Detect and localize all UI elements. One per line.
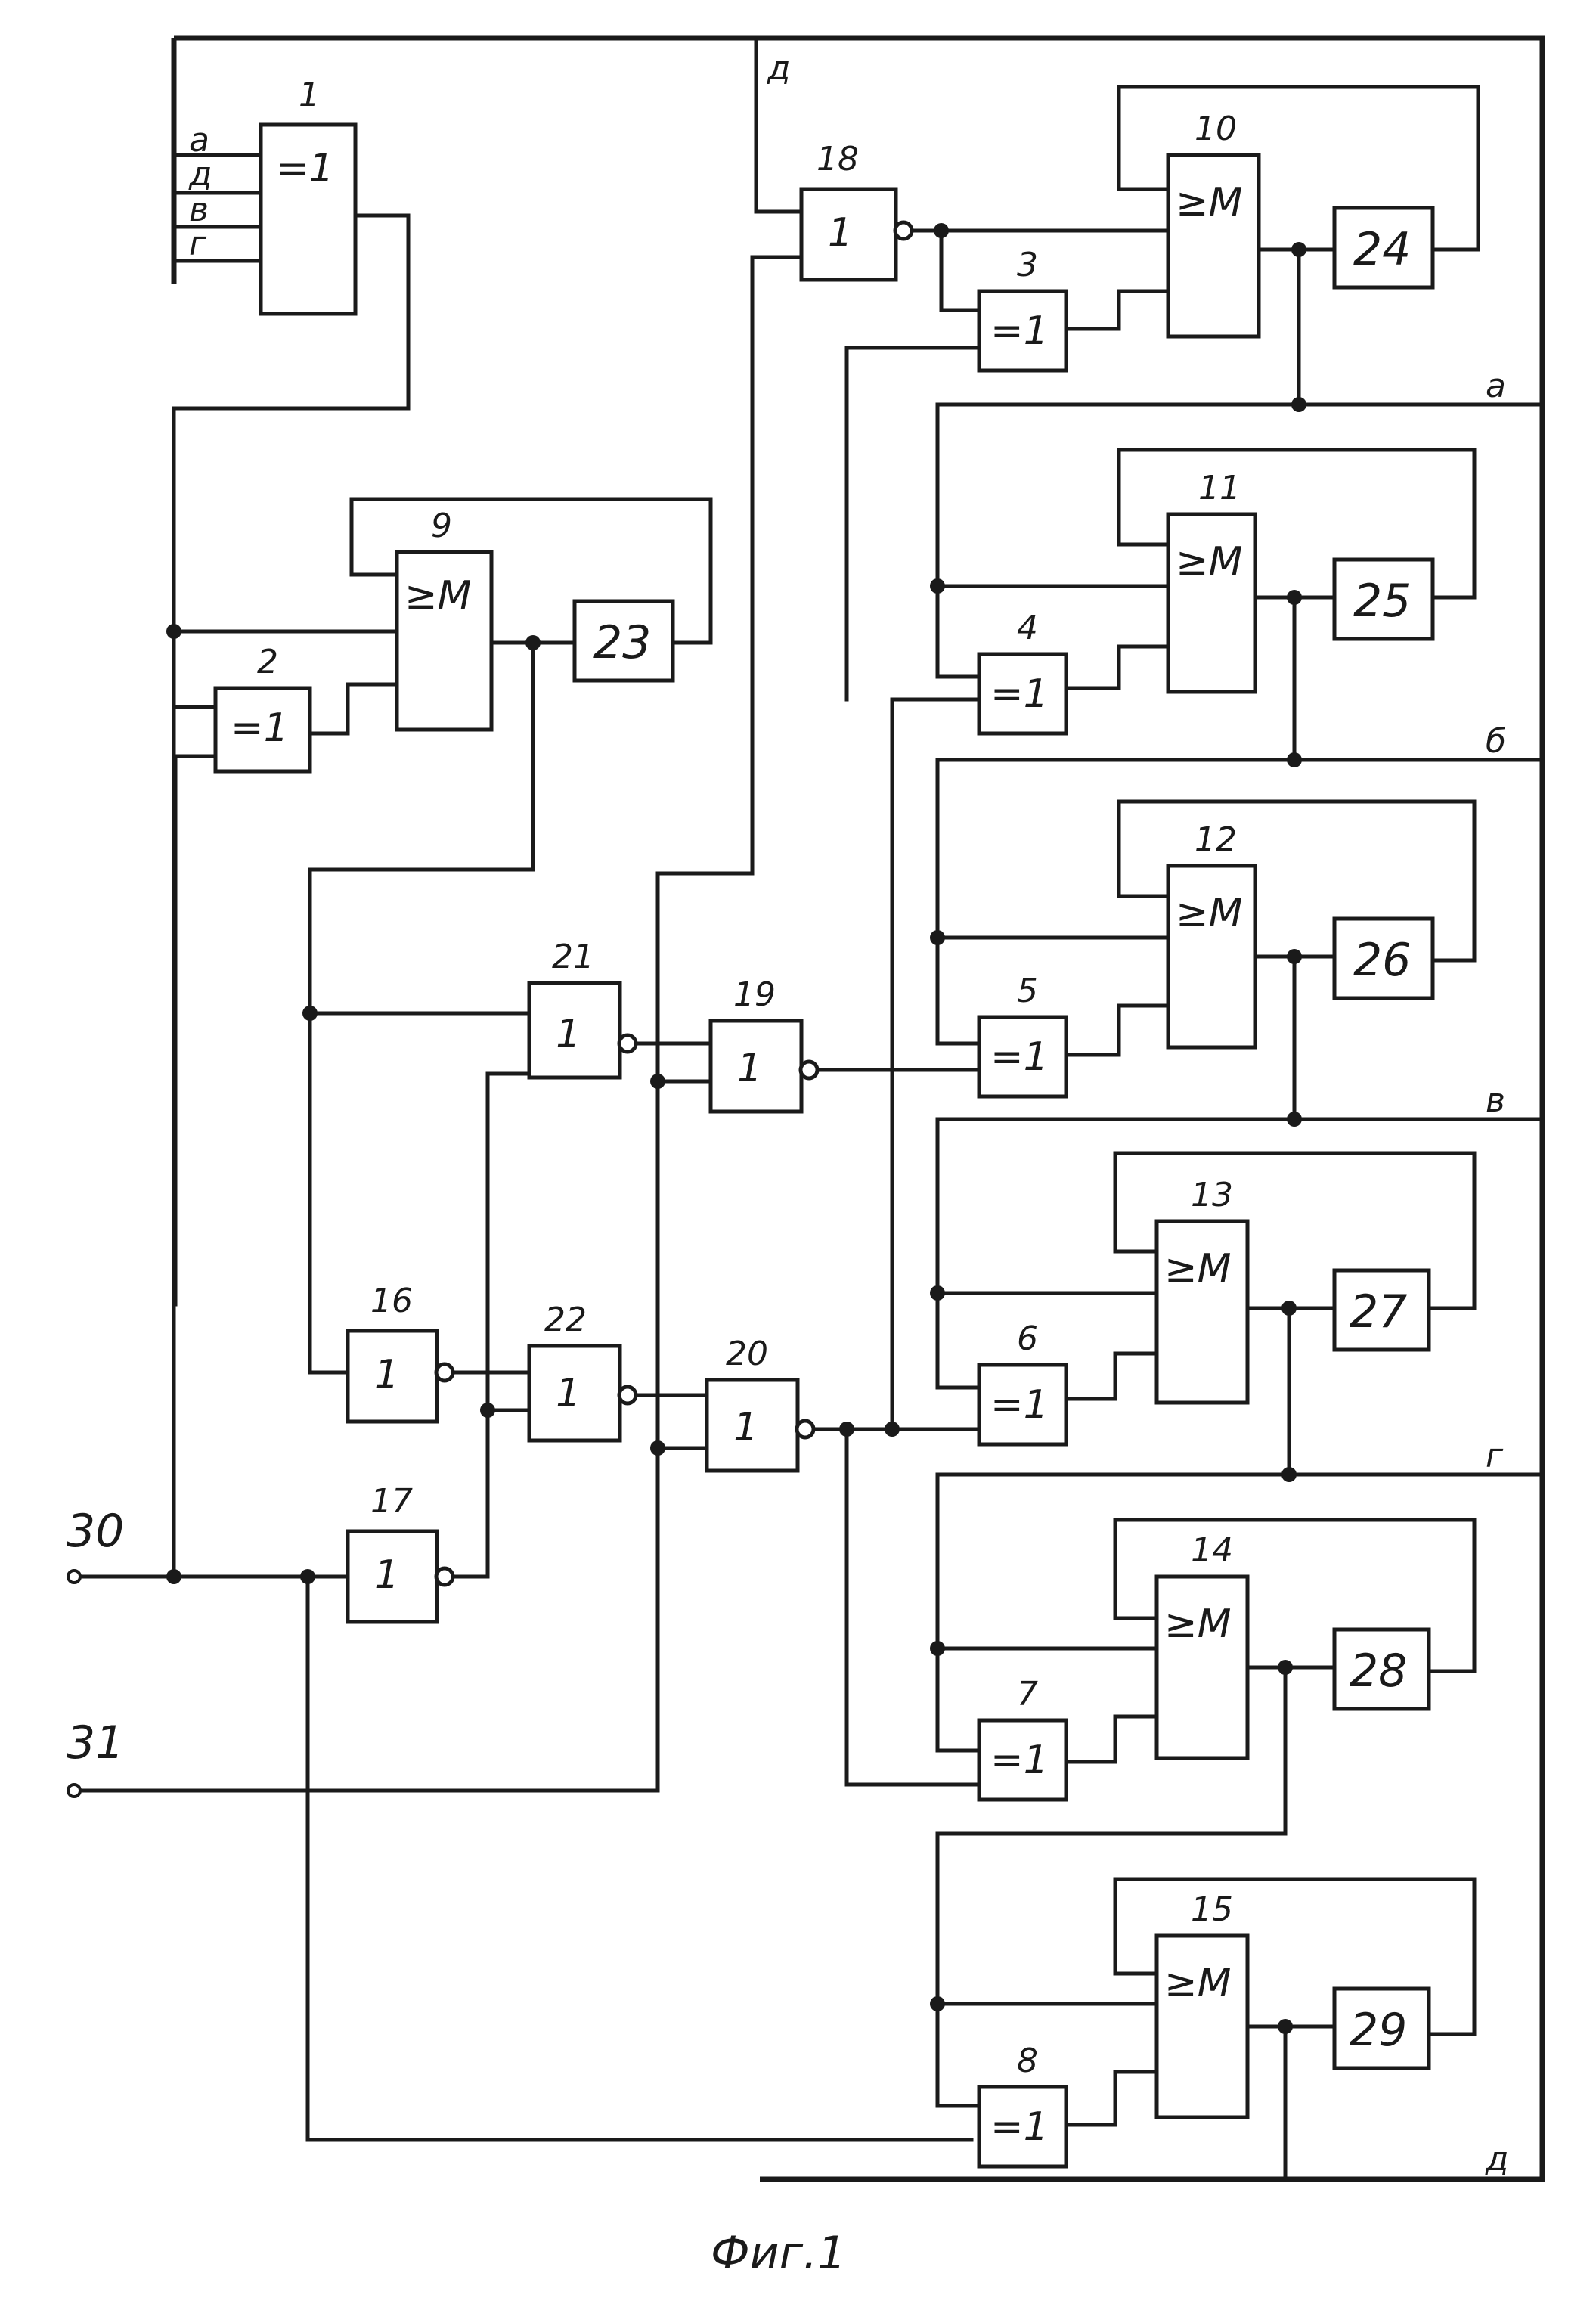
figure-caption: Фиг.1	[711, 2227, 846, 2280]
gate-symbol: ≥M	[1164, 1961, 1231, 2006]
or-not-gate-17: 1 17	[348, 1482, 453, 1622]
block-number: 12	[1195, 820, 1237, 859]
bus-label-b: б	[1486, 722, 1506, 761]
gate-symbol: 1	[374, 1552, 399, 1598]
block-number: 26	[1353, 934, 1411, 987]
block-26: 26	[1334, 919, 1433, 998]
block-number: 8	[1017, 2042, 1038, 2080]
gate-symbol: =1	[990, 1738, 1049, 1783]
terminal-30-label: 30	[67, 1505, 124, 1558]
block-number: 14	[1191, 1531, 1233, 1570]
bus-label-a: а	[1486, 367, 1506, 405]
gate-symbol: =1	[276, 146, 334, 191]
xor-gate-1: =1 1	[261, 76, 355, 314]
or-not-gate-21: 1 21	[529, 938, 636, 1078]
gate-symbol: 1	[733, 1405, 758, 1450]
block-27: 27	[1334, 1270, 1429, 1350]
bus-label-b-input: д	[188, 155, 212, 194]
gate-symbol: 1	[737, 1046, 762, 1091]
block-number: 16	[370, 1282, 413, 1320]
xor-gate-7: =1 7	[979, 1675, 1066, 1800]
xor-gate-3: =1 3	[979, 246, 1066, 371]
block-number: 15	[1191, 1890, 1233, 1929]
xor-gate-5: =1 5	[979, 972, 1066, 1096]
or-not-gate-18: 1 18	[801, 140, 912, 280]
block-number: 10	[1195, 110, 1237, 148]
block-number: 4	[1017, 609, 1038, 647]
block-number: 27	[1350, 1285, 1407, 1338]
gate-symbol: ≥M	[1164, 1246, 1231, 1292]
block-number: 29	[1350, 2004, 1407, 2057]
wires	[79, 38, 1542, 2179]
block-number: 1	[299, 76, 320, 114]
block-number: 19	[733, 975, 776, 1014]
block-number: 20	[726, 1335, 768, 1373]
gate-symbol: ≥M	[1176, 180, 1242, 225]
block-number: 28	[1350, 1645, 1407, 1698]
block-number: 13	[1191, 1176, 1233, 1214]
block-number: 11	[1198, 469, 1241, 507]
block-number: 22	[544, 1301, 587, 1339]
bus-label-a-input: а	[189, 121, 209, 160]
bus-label-d-top: д	[767, 49, 790, 88]
block-number: 3	[1017, 246, 1038, 284]
terminal-30: 30	[67, 1505, 124, 1583]
block-23: 23	[575, 601, 673, 681]
terminal-31: 31	[67, 1716, 124, 1797]
threshold-element-12: ≥M 12	[1168, 820, 1255, 1047]
bus-label-v: в	[1486, 1081, 1505, 1120]
gate-symbol: 1	[556, 1012, 581, 1057]
bus-label-v-input: в	[189, 191, 209, 229]
or-not-gate-22: 1 22	[529, 1301, 636, 1440]
gate-symbol: =1	[990, 671, 1049, 717]
threshold-element-10: ≥M 10	[1168, 110, 1259, 336]
block-number: 21	[552, 938, 594, 976]
block-number: 6	[1017, 1319, 1038, 1358]
block-number: 25	[1353, 575, 1411, 628]
block-number: 7	[1017, 1675, 1038, 1713]
block-number: 5	[1017, 972, 1038, 1010]
block-28: 28	[1334, 1630, 1429, 1709]
gate-symbol: ≥M	[1176, 539, 1242, 585]
gate-symbol: =1	[990, 1034, 1049, 1080]
block-25: 25	[1334, 560, 1433, 639]
xor-gate-6: =1 6	[979, 1319, 1066, 1444]
terminal-31-label: 31	[67, 1716, 124, 1769]
threshold-element-14: ≥M 14	[1157, 1531, 1247, 1758]
block-number: 24	[1353, 223, 1411, 276]
threshold-element-13: ≥M 13	[1157, 1176, 1247, 1403]
bus-label-d-bottom: д	[1485, 2140, 1508, 2178]
threshold-element-15: ≥M 15	[1157, 1890, 1247, 2117]
xor-gate-8: =1 8	[979, 2042, 1066, 2166]
or-not-gate-16: 1 16	[348, 1282, 453, 1422]
bus-label-g: г	[1486, 1437, 1504, 1475]
gate-symbol: 1	[556, 1371, 581, 1416]
or-not-gate-19: 1 19	[711, 975, 817, 1112]
gate-symbol: ≥M	[404, 573, 471, 619]
threshold-element-11: ≥M 11	[1168, 469, 1255, 692]
block-number: 17	[370, 1482, 413, 1521]
gate-symbol: =1	[990, 2104, 1049, 2150]
block-number: 2	[257, 643, 278, 681]
gate-symbol: =1	[231, 705, 289, 751]
gate-symbol: =1	[990, 1382, 1049, 1428]
block-29: 29	[1334, 1989, 1429, 2068]
threshold-element-9: ≥M 9	[397, 507, 491, 730]
or-not-gate-20: 1 20	[707, 1335, 813, 1471]
bus-label-g-input: г	[189, 225, 207, 263]
block-number: 18	[817, 140, 859, 178]
block-24: 24	[1334, 208, 1433, 287]
block-number: 23	[593, 616, 651, 669]
gate-symbol: ≥M	[1176, 891, 1242, 936]
gate-symbol: 1	[374, 1352, 399, 1397]
gate-symbol: =1	[990, 309, 1049, 354]
gate-symbol: ≥M	[1164, 1602, 1231, 1647]
block-number: 9	[431, 507, 452, 545]
xor-gate-4: =1 4	[979, 609, 1066, 733]
gate-symbol: 1	[828, 210, 853, 256]
xor-gate-2: =1 2	[215, 643, 310, 771]
